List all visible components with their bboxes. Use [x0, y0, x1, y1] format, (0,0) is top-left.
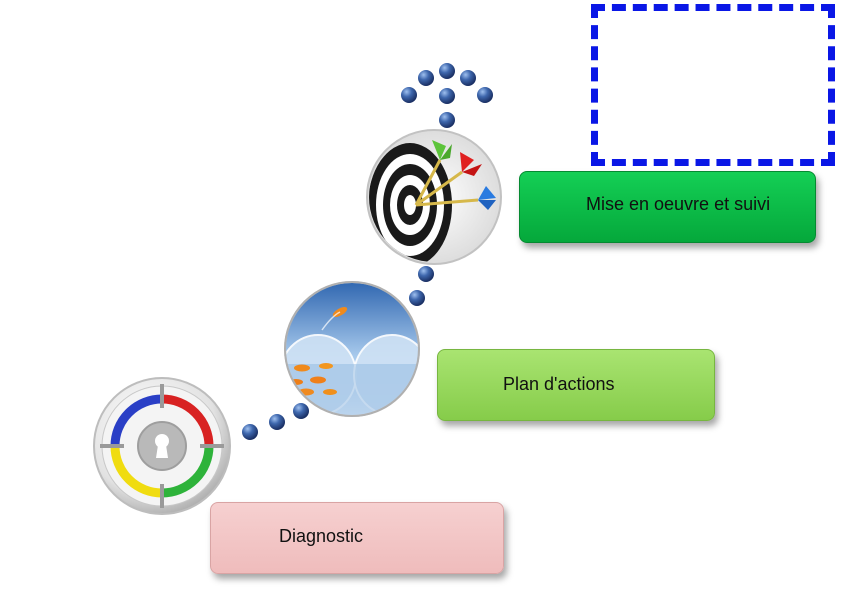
lock-target-icon [93, 377, 231, 515]
step-plan-actions-label: Plan d'actions [503, 373, 615, 394]
step-diagnostic-label: Diagnostic [279, 525, 364, 546]
step-plan-actions[interactable]: Plan d'actions [437, 349, 715, 421]
dartboard-icon [366, 129, 502, 265]
placeholder-dashed-box [591, 4, 835, 166]
step-mise-en-oeuvre-label: Mise en oeuvre et suivi [586, 193, 771, 214]
step-diagnostic[interactable]: Diagnostic [210, 502, 504, 574]
step-mise-en-oeuvre[interactable]: Mise en oeuvre et suivi [519, 171, 816, 243]
fish-jump-icon [284, 281, 420, 417]
connector-dots [242, 63, 493, 440]
